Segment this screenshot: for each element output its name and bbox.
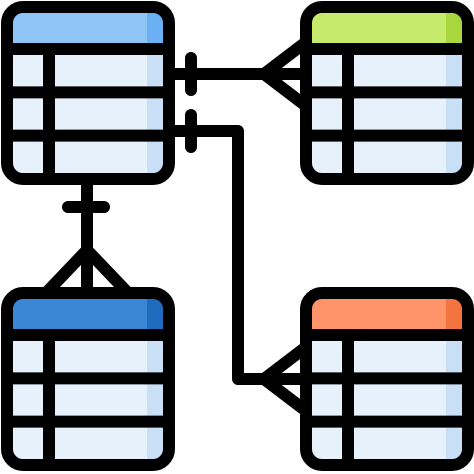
table-header xyxy=(306,7,468,45)
crowfoot-prong xyxy=(81,244,134,299)
relation-line xyxy=(163,125,312,385)
crowfoot-prong xyxy=(258,341,312,385)
relation-top-left-to-top-right xyxy=(163,36,312,112)
relation-top-left-to-bottom-right xyxy=(163,109,312,417)
table-header xyxy=(306,293,468,331)
crowfoot-prong xyxy=(258,68,312,112)
table-header xyxy=(7,7,169,45)
crowfoot-prong xyxy=(40,244,93,299)
crowfoot-prong xyxy=(258,36,312,80)
crowfoot-prong xyxy=(258,373,312,417)
table-bottom-right xyxy=(300,287,474,471)
relation-top-left-to-bottom-left xyxy=(40,173,134,299)
table-top-right xyxy=(300,1,474,185)
table-bottom-left xyxy=(1,287,175,471)
table-header xyxy=(7,293,169,331)
table-top-left xyxy=(1,1,175,185)
